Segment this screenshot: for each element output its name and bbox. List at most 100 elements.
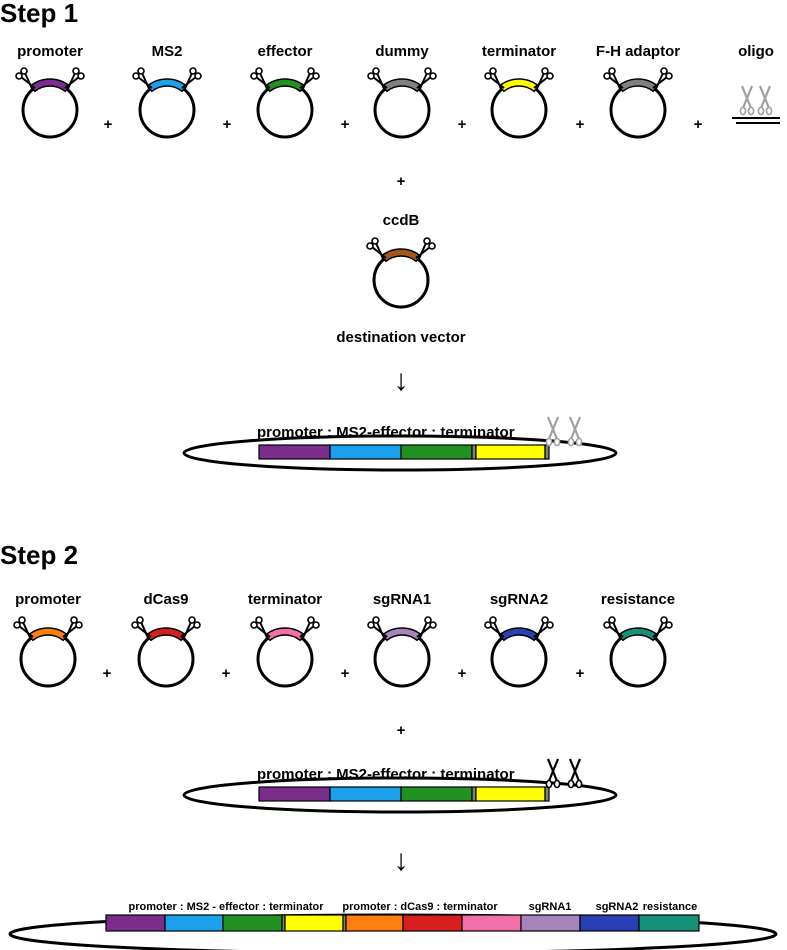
plasmid-icon xyxy=(484,67,554,139)
plus-sign: + xyxy=(104,116,113,133)
plasmid-icon xyxy=(13,616,83,688)
final-segment-label: sgRNA2 xyxy=(596,901,639,913)
part-label: terminator xyxy=(248,591,322,608)
part-label: MS2 xyxy=(152,43,183,60)
segment-MS2 xyxy=(329,786,402,802)
scissors-icon xyxy=(603,67,624,92)
plus-sign: + xyxy=(694,116,703,133)
vector-backbone xyxy=(182,434,618,472)
plasmid-icon xyxy=(367,616,437,688)
destination-vector-caption: destination vector xyxy=(336,329,465,346)
step1-title: Step 1 xyxy=(0,0,79,28)
scissors-icon xyxy=(250,616,271,641)
vector-backbone xyxy=(182,776,618,814)
segment-sgRNA1 xyxy=(520,914,581,932)
scissors-icon xyxy=(416,67,437,92)
scissors-icon xyxy=(181,67,202,92)
destination-plasmid-icon xyxy=(366,237,436,309)
final-vector-labels: promoter : MS2 - effector : terminator pr… xyxy=(129,901,698,913)
part-label: effector xyxy=(257,43,312,60)
insert-segment xyxy=(264,627,306,642)
final-segment-label: promoter : MS2 - effector : terminator xyxy=(129,901,325,913)
plus-sign: + xyxy=(223,116,232,133)
scissors-icon xyxy=(416,616,437,641)
plus-sign: + xyxy=(222,665,231,682)
scissors-icon xyxy=(132,67,153,92)
scissors-icon xyxy=(484,616,505,641)
insert-segment xyxy=(264,78,306,93)
scissors-icon xyxy=(757,85,773,116)
step2-title: Step 2 xyxy=(0,540,79,570)
plasmid-icon xyxy=(603,616,673,688)
segment-effector xyxy=(400,444,473,460)
segment-MS2 xyxy=(329,444,402,460)
scissors-icon xyxy=(484,67,505,92)
segment-promoter2 xyxy=(345,914,404,932)
segment-adaptor-end xyxy=(544,786,550,802)
insert-segment xyxy=(498,78,540,93)
step1-product-label: promoter : MS2-effector : terminator xyxy=(257,424,515,441)
scissors-icon xyxy=(180,616,201,641)
segment-terminator xyxy=(475,786,546,802)
final-segment-label: promoter : dCas9 : terminator xyxy=(342,901,498,913)
segment-promoter xyxy=(258,786,331,802)
plasmid-icon xyxy=(484,616,554,688)
scissors-icon xyxy=(545,416,561,447)
insert-segment xyxy=(617,78,659,93)
plus-sign: + xyxy=(103,665,112,682)
plus-sign: + xyxy=(458,665,467,682)
plus-sign: + xyxy=(341,665,350,682)
step1-arrow: ↓ xyxy=(394,364,409,397)
scissors-icon xyxy=(545,758,561,789)
scissors-icon xyxy=(299,616,320,641)
oligo-duplex-icon xyxy=(732,85,780,124)
part-label: terminator xyxy=(482,43,556,60)
destination-vector-plasmid xyxy=(366,237,436,309)
segment-terminator2 xyxy=(461,914,522,932)
segment-effector xyxy=(400,786,473,802)
segment-adaptor xyxy=(471,444,477,460)
insert-segment xyxy=(146,78,188,93)
part-label: promoter xyxy=(15,591,81,608)
segment-resistance xyxy=(638,914,700,932)
insert-segment xyxy=(380,248,422,263)
part-label: promoter xyxy=(17,43,83,60)
scissors-icon xyxy=(603,616,624,641)
scissors-icon xyxy=(250,67,271,92)
plasmid-icon xyxy=(132,67,202,139)
insert-segment xyxy=(29,78,71,93)
scissors-icon xyxy=(567,416,583,447)
plasmid-icon xyxy=(603,67,673,139)
plasmid-icon xyxy=(250,616,320,688)
final-segment-label: sgRNA1 xyxy=(529,901,572,913)
step1-parts xyxy=(15,67,780,139)
final-segment-label: resistance xyxy=(643,901,697,913)
insert-segment xyxy=(381,78,423,93)
step2-intermediate-label: promoter : MS2-effector : terminator xyxy=(257,766,515,783)
segment-effector xyxy=(222,914,283,932)
segment-terminator xyxy=(475,444,546,460)
plasmid-icon xyxy=(15,67,85,139)
plasmid-icon xyxy=(250,67,320,139)
plus-sign: + xyxy=(397,722,406,739)
scissors-icon xyxy=(64,67,85,92)
scissors-icon xyxy=(652,67,673,92)
segment-promoter xyxy=(105,914,166,932)
segment-adaptor-end xyxy=(544,444,550,460)
plus-sign: + xyxy=(576,116,585,133)
scissors-icon xyxy=(367,616,388,641)
scissors-icon xyxy=(15,67,36,92)
insert-segment xyxy=(617,627,659,642)
scissors-icon xyxy=(13,616,34,641)
plus-sign: + xyxy=(576,665,585,682)
scissors-icon xyxy=(652,616,673,641)
step2-intermediate-vector xyxy=(182,758,618,814)
segment-promoter xyxy=(258,444,331,460)
segment-terminator xyxy=(284,914,344,932)
part-label: oligo xyxy=(738,43,774,60)
step2-plus-signs: + + + + + xyxy=(103,665,585,682)
scissors-icon xyxy=(533,67,554,92)
